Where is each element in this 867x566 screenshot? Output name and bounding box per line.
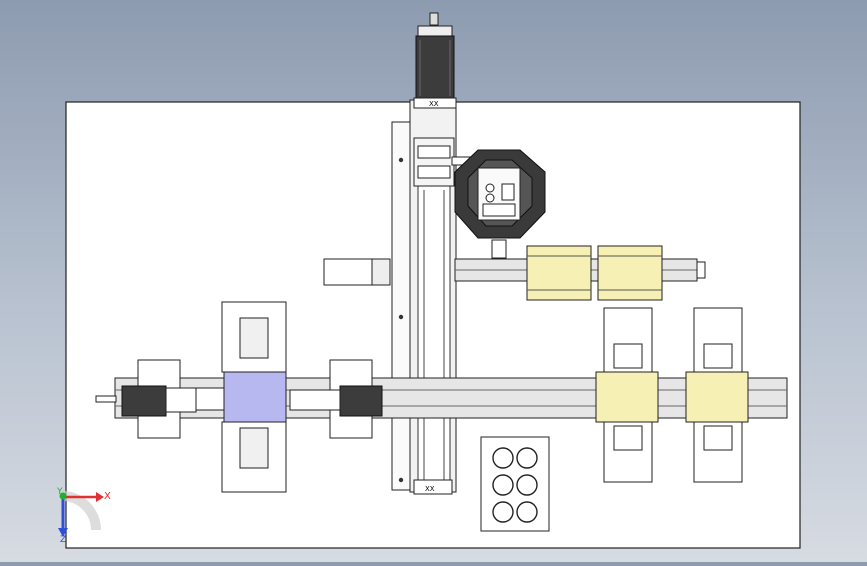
- coordinate-triad: X Y Z: [56, 487, 111, 545]
- left-motor: [121, 359, 197, 439]
- upper-yellow-pad-right: [597, 245, 663, 301]
- y-axis-arrow: [59, 492, 67, 500]
- y-axis-label: Y: [56, 487, 63, 497]
- middle-motor: [289, 359, 383, 439]
- station-2: [685, 307, 749, 483]
- cross-fixture: [195, 301, 287, 493]
- part-tray: [480, 436, 550, 532]
- svg-text:XX: XX: [425, 485, 435, 493]
- vertical-axis-motor: XX: [413, 12, 457, 109]
- upper-yellow-pad-left: [526, 245, 592, 301]
- rotary-index-table: [454, 149, 546, 259]
- x-axis-label: X: [104, 491, 111, 502]
- z-axis-label: Z: [60, 535, 66, 545]
- blue-carriage: [223, 371, 287, 423]
- station-1: [595, 307, 659, 483]
- svg-text:XX: XX: [429, 100, 439, 108]
